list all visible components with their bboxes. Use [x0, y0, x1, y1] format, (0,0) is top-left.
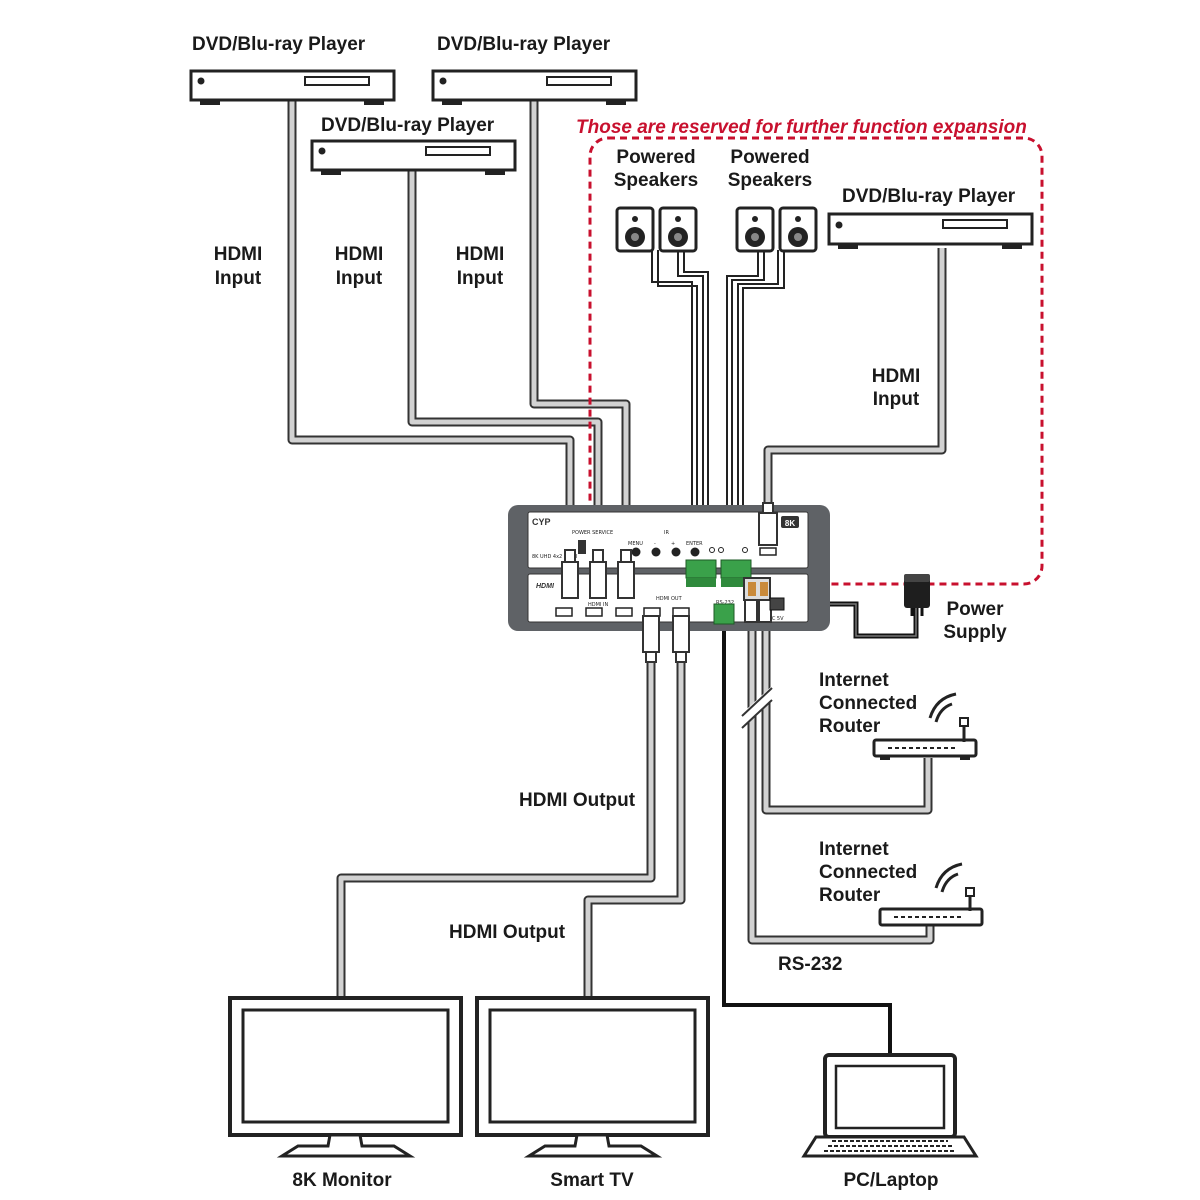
hdmi-port-top [759, 547, 777, 556]
menu-button [631, 547, 641, 557]
hdmi-out-label: HDMI OUT [656, 596, 683, 602]
svg-text:Internet: Internet [819, 839, 889, 860]
svg-text:Powered: Powered [730, 147, 809, 168]
powered-speakers-2 [735, 206, 818, 253]
svg-text:HDMI: HDMI [214, 244, 263, 265]
svg-text:Router: Router [819, 885, 881, 906]
svg-text:Connected: Connected [819, 862, 917, 883]
hdmi-in-port-2 [585, 607, 603, 617]
router-label-1: Internet Connected Router [819, 670, 917, 737]
panel-model: 8K UHD 4x2 HDMI [532, 554, 577, 560]
hdmi-input-label-3: HDMI Input [456, 244, 505, 289]
panel-enter-label: ENTER [686, 541, 703, 547]
powered-speakers-label-1: Powered Speakers [614, 147, 699, 191]
svg-text:Power: Power [946, 599, 1004, 620]
rs232-port-label: RS-232 [716, 600, 734, 606]
svg-text:Router: Router [819, 716, 881, 737]
enter-button [690, 547, 700, 557]
svg-text:Input: Input [336, 268, 383, 289]
dvd-player-label: DVD/Blu-ray Player [321, 115, 495, 136]
smart-tv-icon [475, 996, 710, 1158]
network-plugs [743, 577, 785, 623]
dvd-player-label: DVD/Blu-ray Player [192, 34, 366, 55]
powered-speakers-1 [615, 206, 698, 253]
power-supply-label: Power Supply [943, 599, 1007, 643]
reserved-note: Those are reserved for further function … [576, 117, 1027, 138]
svg-text:Speakers: Speakers [728, 170, 813, 191]
hdmi-in-label: HDMI IN [588, 602, 608, 608]
hdmi-in-port-1 [555, 607, 573, 617]
hdmi-output-label-2: HDMI Output [449, 922, 566, 943]
smart-tv-label: Smart TV [550, 1170, 634, 1191]
router-1 [872, 692, 978, 760]
pc-laptop-label: PC/Laptop [844, 1170, 939, 1191]
hdmi-plugs [561, 502, 778, 663]
svg-text:Speakers: Speakers [614, 170, 699, 191]
svg-text:HDMI: HDMI [872, 366, 921, 387]
speaker-wires [651, 250, 785, 560]
svg-text:Supply: Supply [943, 622, 1007, 643]
laptop-icon [801, 1053, 979, 1158]
matrix-switcher-device: CYP POWER SERVICE 8K UHD 4x2 HDMI IR MEN… [508, 505, 830, 631]
panel-minus-label: - [654, 541, 656, 547]
dvd-player-2 [431, 69, 638, 105]
dvd-player-label: DVD/Blu-ray Player [842, 186, 1016, 207]
hdmi-input-label-2: HDMI Input [335, 244, 384, 289]
speaker-terminals [685, 559, 752, 625]
monitor-8k-icon [228, 996, 463, 1158]
hdmi-output-label-1: HDMI Output [519, 790, 636, 811]
panel-menu-label: MENU [628, 541, 643, 547]
dvd-player-4 [827, 212, 1034, 249]
hdmi-input-label-1: HDMI Input [214, 244, 263, 289]
router-2 [878, 862, 984, 927]
svg-text:Powered: Powered [616, 147, 695, 168]
plus-button [671, 547, 681, 557]
svg-text:Internet: Internet [819, 670, 889, 691]
rs232-label: RS-232 [778, 954, 842, 975]
panel-ir-label: IR [664, 530, 669, 536]
hdmi-in-port-3 [615, 607, 633, 617]
hdmi-output-cables [336, 650, 686, 1000]
dvd-player-1 [189, 69, 396, 105]
badge-8k: 8K [785, 519, 795, 528]
hdmi-logo: HDMI [536, 583, 555, 590]
router-label-2: Internet Connected Router [819, 839, 917, 906]
dvd-player-label: DVD/Blu-ray Player [437, 34, 611, 55]
minus-button [651, 547, 661, 557]
powered-speakers-label-2: Powered Speakers [728, 147, 813, 191]
svg-text:Connected: Connected [819, 693, 917, 714]
monitor-8k-label: 8K Monitor [292, 1170, 392, 1191]
network-cables [736, 620, 935, 945]
svg-text:HDMI: HDMI [456, 244, 505, 265]
power-adapter-icon [904, 574, 930, 616]
reserved-expansion-box [588, 136, 1044, 586]
svg-text:Input: Input [215, 268, 262, 289]
svg-text:Input: Input [457, 268, 504, 289]
svg-text:Input: Input [873, 389, 920, 410]
hdmi-input-cables [287, 100, 947, 565]
hdmi-input-label-4: HDMI Input [872, 366, 921, 410]
dvd-player-3 [310, 139, 517, 175]
hdmi-cable-3 [529, 100, 631, 565]
brand-logo: CYP [532, 517, 551, 527]
rs232-cable [722, 620, 892, 1055]
panel-plus-label: + [671, 541, 675, 547]
svg-text:HDMI: HDMI [335, 244, 384, 265]
panel-title: POWER SERVICE [572, 530, 613, 536]
dc-label: DC 5V [768, 616, 784, 622]
